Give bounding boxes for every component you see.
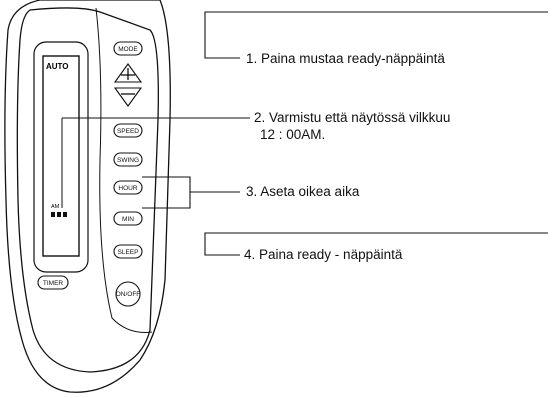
mode-button[interactable]: MODE	[113, 41, 143, 56]
step3-text: 3. Aseta oikea aika	[246, 184, 360, 199]
timer-button[interactable]: TIMER	[37, 275, 69, 290]
swing-button-label: SWING	[117, 157, 139, 164]
plus-button[interactable]	[113, 63, 143, 83]
min-button[interactable]: MIN	[113, 211, 143, 226]
hour-button[interactable]: HOUR	[113, 180, 143, 195]
remote-inner-outline	[16, 7, 159, 373]
hour-button-label: HOUR	[118, 185, 137, 192]
sleep-button-label: SLEEP	[118, 249, 139, 256]
speed-button-label: SPEED	[117, 128, 139, 135]
display-mode-text: AUTO	[46, 62, 69, 71]
step2-text-line1: 2. Varmistu että näytössä vilkkuu	[254, 110, 451, 125]
min-button-label: MIN	[122, 216, 134, 223]
remote-groove-line	[95, 7, 153, 333]
minus-button[interactable]	[113, 87, 143, 107]
display-panel	[33, 41, 89, 273]
step4-text: 4. Paina ready - näppäintä	[244, 247, 403, 262]
remote-outer-outline	[4, 0, 171, 393]
display-clock-digits	[51, 212, 67, 217]
speed-button[interactable]: SPEED	[113, 123, 143, 138]
display-screen	[42, 55, 80, 257]
onoff-button[interactable]: ON/OFF	[115, 281, 141, 307]
sleep-button[interactable]: SLEEP	[113, 244, 143, 259]
timer-button-label: TIMER	[43, 280, 64, 287]
onoff-button-label: ON/OFF	[116, 291, 141, 298]
step1-bracket	[204, 11, 548, 59]
mode-button-label: MODE	[118, 46, 138, 53]
step3-bracket	[142, 176, 191, 209]
display-am-text: AM	[51, 204, 60, 210]
step1-text: 1. Paina mustaa ready-näppäintä	[246, 51, 445, 66]
step4-bracket	[204, 232, 548, 256]
swing-button[interactable]: SWING	[113, 152, 143, 167]
step2-text-line2: 12 : 00AM.	[260, 127, 326, 142]
